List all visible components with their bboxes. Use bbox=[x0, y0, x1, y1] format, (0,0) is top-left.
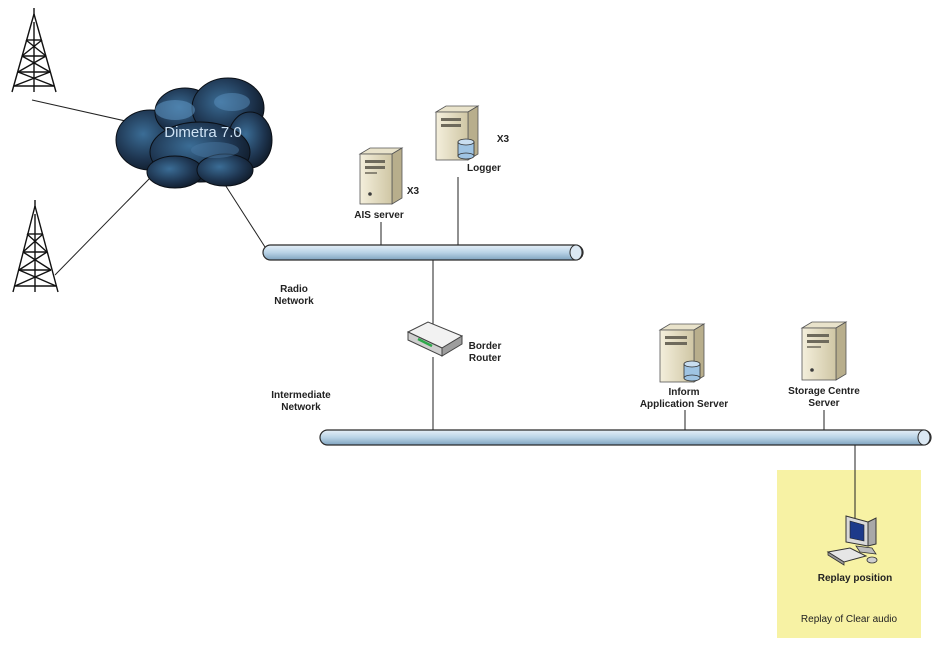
storage-server-label-line1: Storage Centre bbox=[788, 386, 860, 397]
inform-server-label-line2: Application Server bbox=[639, 399, 729, 410]
logger-multiplier: X3 bbox=[496, 134, 510, 145]
replay-position-label: Replay position bbox=[817, 573, 893, 584]
intermediate-network-label: Intermediate Network bbox=[261, 390, 341, 414]
database-icon bbox=[457, 138, 475, 160]
intermediate-network-label-line1: Intermediate bbox=[271, 390, 331, 401]
inform-server-label: Inform Application Server bbox=[624, 387, 744, 411]
router-icon bbox=[406, 321, 464, 357]
dimetra-cloud-icon bbox=[115, 77, 273, 189]
tower-bottom-link bbox=[54, 177, 151, 276]
tower-top-link bbox=[31, 99, 131, 123]
border-router-label-line1: Border bbox=[468, 341, 502, 352]
radio-network-label-line1: Radio bbox=[280, 284, 308, 295]
radio-network-label: Radio Network bbox=[264, 284, 324, 308]
border-router-label: Border Router bbox=[458, 341, 512, 365]
logger-icon bbox=[434, 105, 480, 161]
inform-server-icon bbox=[658, 323, 706, 383]
radio-tower-icon bbox=[11, 8, 57, 93]
radio-network-bus bbox=[262, 244, 584, 261]
workstation-icon bbox=[826, 515, 878, 566]
intermediate-network-bus bbox=[319, 429, 932, 446]
logger-label: Logger bbox=[467, 163, 501, 174]
intermediate-network-label-line2: Network bbox=[281, 402, 321, 413]
cloud-label: Dimetra 7.0 bbox=[164, 124, 242, 141]
connector-lines bbox=[31, 99, 856, 520]
database-icon bbox=[683, 360, 701, 382]
storage-server-icon bbox=[800, 321, 848, 381]
storage-server-label-line2: Server bbox=[808, 398, 840, 409]
ais-server-multiplier: X3 bbox=[406, 186, 420, 197]
radio-network-label-line2: Network bbox=[274, 296, 314, 307]
ais-server-label: AIS server bbox=[354, 210, 404, 221]
border-router-label-line2: Router bbox=[468, 353, 502, 364]
cloud-to-radio-link bbox=[221, 179, 266, 248]
radio-tower-icon bbox=[12, 200, 59, 293]
ais-server-icon bbox=[358, 147, 404, 205]
replay-box-caption: Replay of Clear audio bbox=[800, 614, 898, 625]
storage-server-label: Storage Centre Server bbox=[772, 386, 876, 410]
inform-server-label-line1: Inform bbox=[668, 387, 700, 398]
